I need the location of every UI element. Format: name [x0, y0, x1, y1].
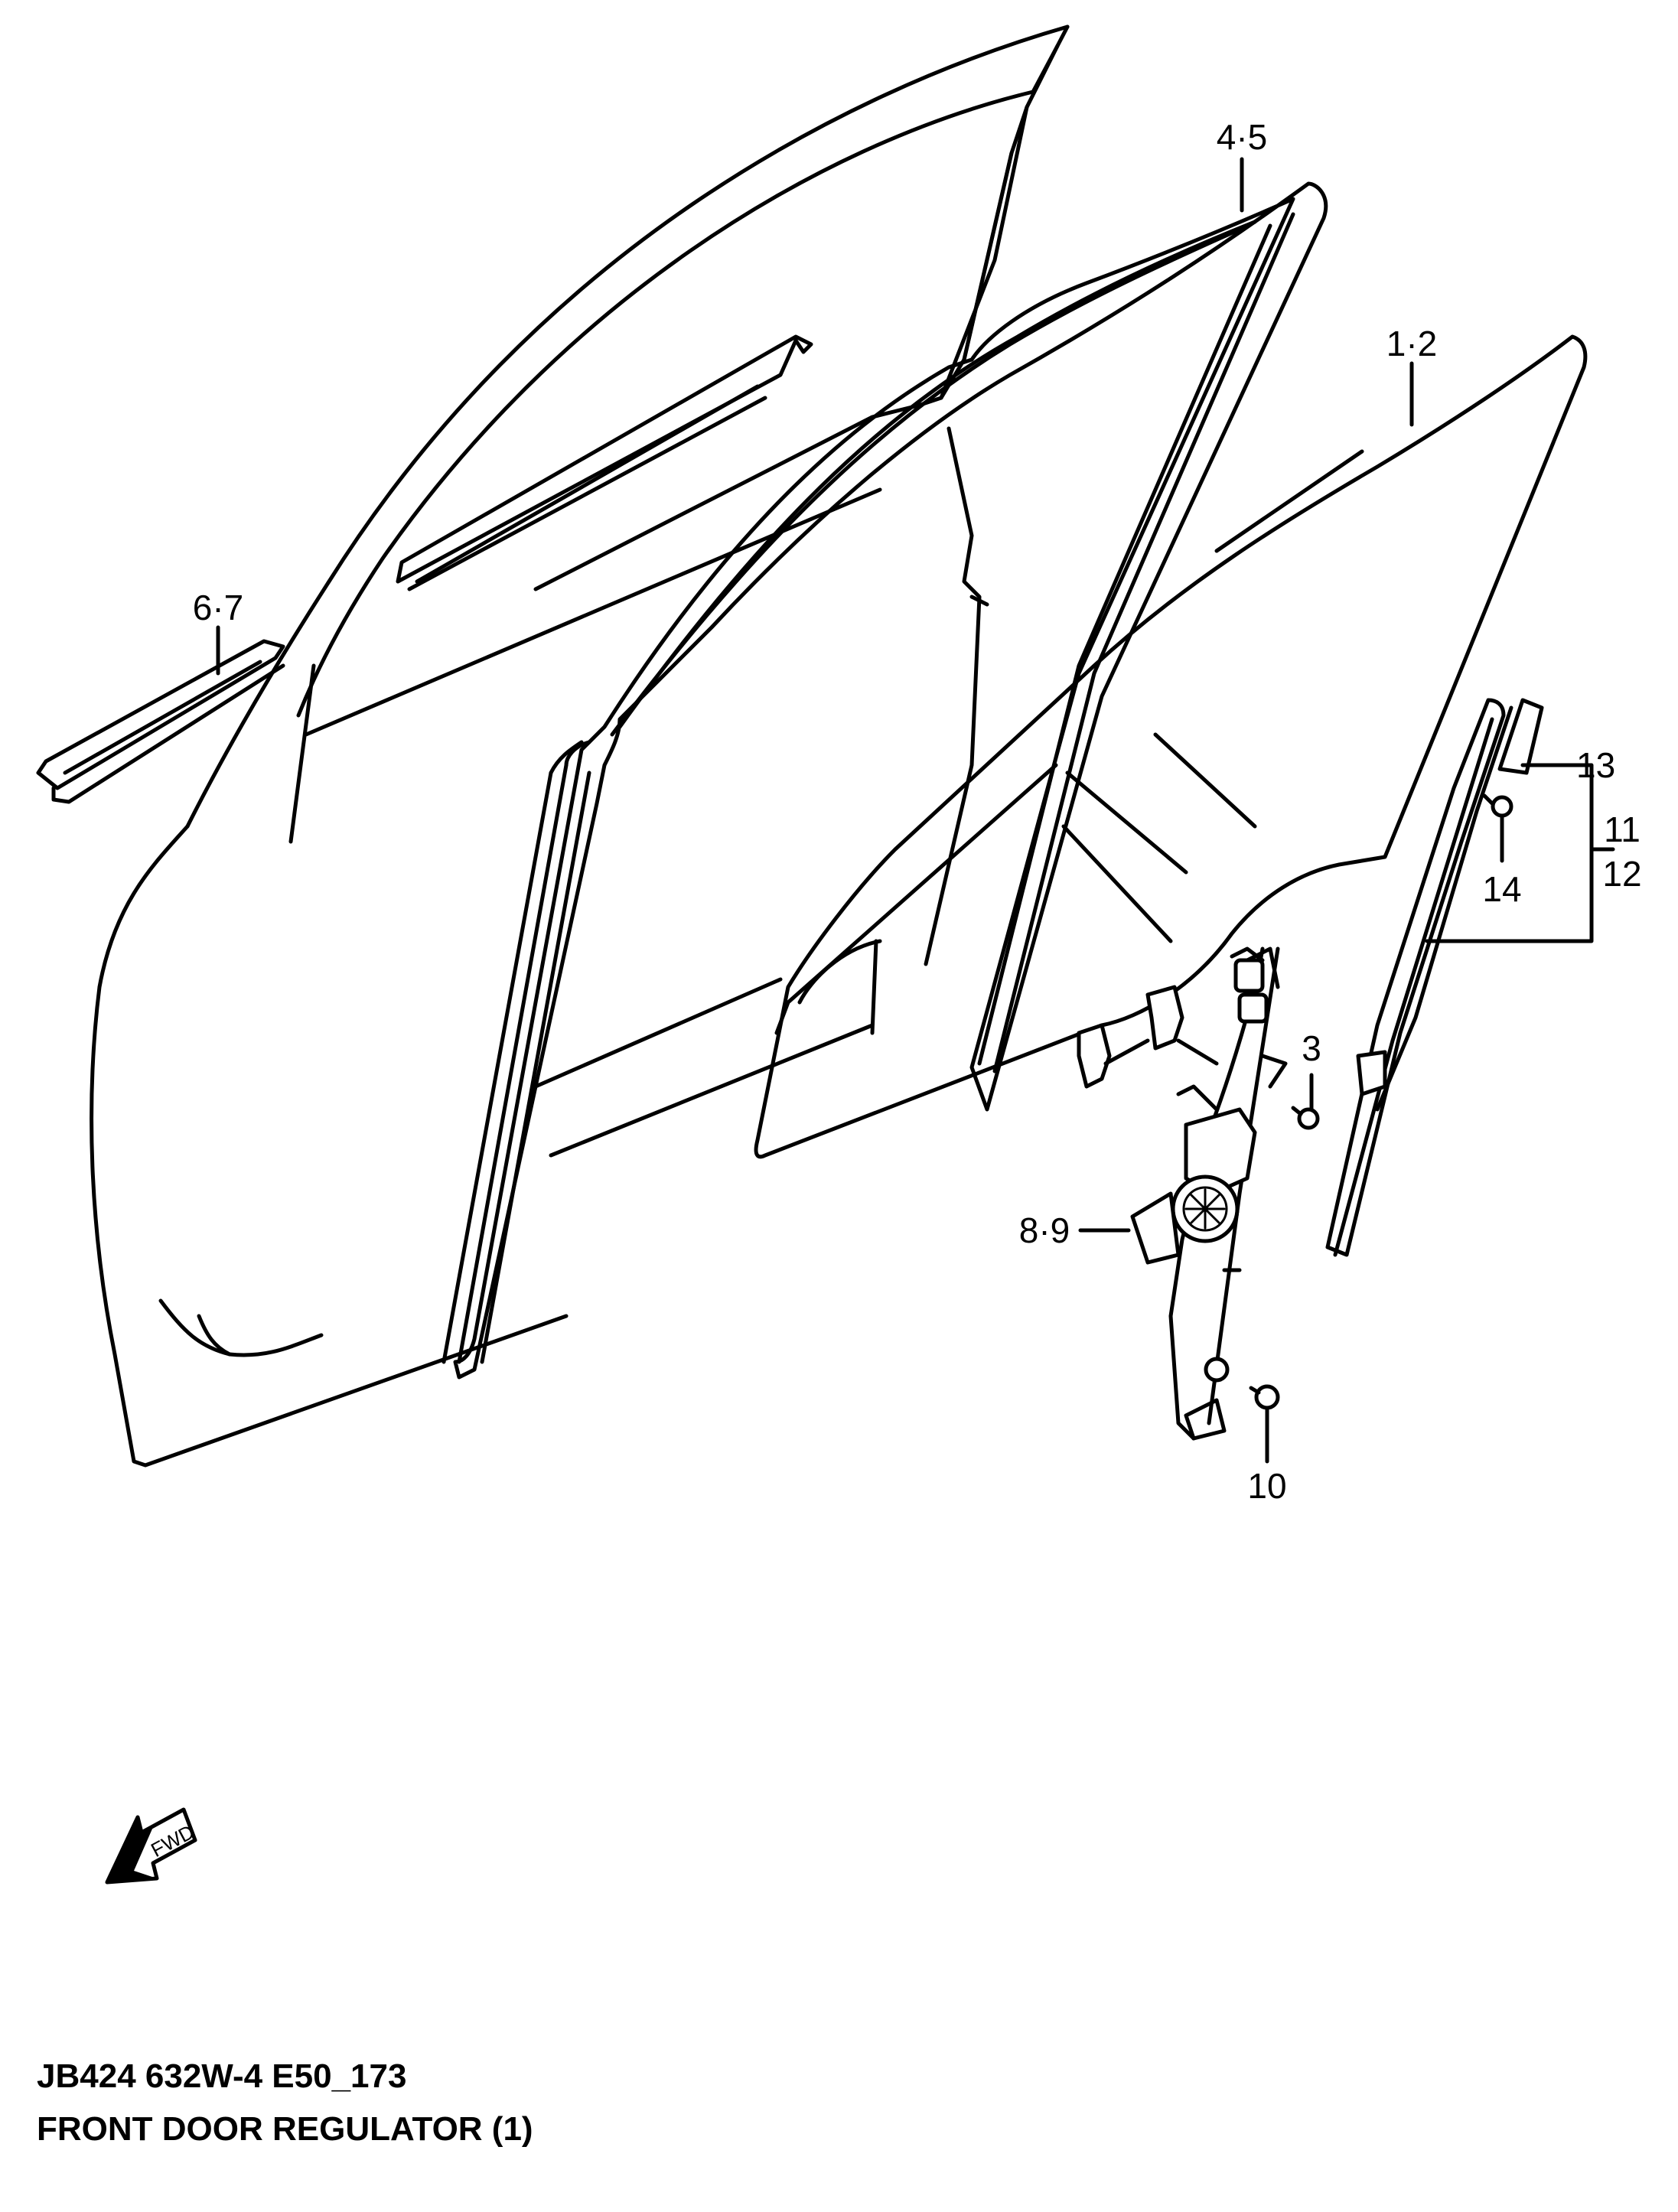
callout-3: 3 [1302, 1028, 1321, 1068]
bolt-10 [1254, 1384, 1280, 1410]
callout-1-2: 1·2 [1386, 324, 1437, 363]
window-regulator [1077, 946, 1288, 1441]
callout-4-5: 4·5 [1217, 117, 1267, 157]
diagram-title: FRONT DOOR REGULATOR (1) [37, 2110, 533, 2148]
callouts: 4·5 1·2 6·7 13 11 12 14 3 8·9 10 [193, 117, 1642, 1506]
nut-3 [1297, 1107, 1320, 1130]
leader-lines [216, 157, 1615, 1464]
inner-weatherstrip [36, 334, 813, 804]
diagram-code: JB424 632W-4 E50_173 [37, 2057, 406, 2095]
callout-8-9: 8·9 [1019, 1210, 1070, 1250]
callout-13: 13 [1576, 745, 1615, 785]
door-panel [90, 24, 1070, 1468]
rear-sash-channel [1325, 698, 1544, 1257]
callout-12: 12 [1602, 854, 1641, 894]
footer: JB424 632W-4 E50_173 FRONT DOOR REGULATO… [37, 2057, 533, 2148]
callout-11: 11 [1604, 810, 1641, 849]
callout-10: 10 [1247, 1466, 1286, 1506]
callout-6-7: 6·7 [193, 588, 243, 627]
nut-14 [1491, 795, 1513, 818]
door-glass [754, 334, 1588, 1159]
door-sash-channel [441, 181, 1328, 1380]
fwd-arrow-icon: FWD [105, 1807, 198, 1885]
callout-14: 14 [1482, 869, 1521, 909]
fasteners [1249, 793, 1513, 1410]
